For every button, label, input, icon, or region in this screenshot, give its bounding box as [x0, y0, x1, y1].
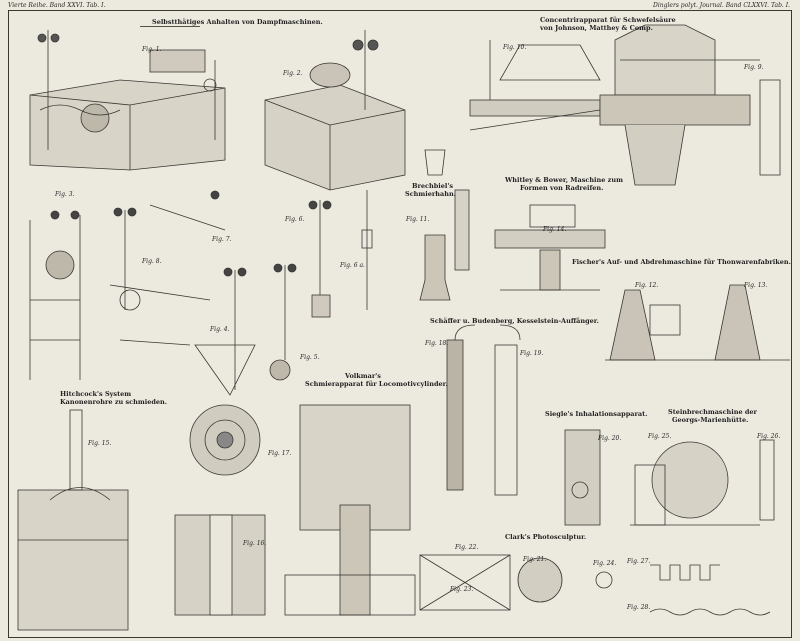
lubricator-section-fig16: [174, 514, 266, 616]
fig-5-label: Fig. 5.: [300, 354, 320, 361]
tyre-forming-machine-fig14: [494, 204, 606, 291]
governor-mechanism-fig3: [29, 210, 81, 380]
fig-19-label: Fig. 19.: [520, 350, 544, 357]
photosculpture-drawings: [419, 554, 771, 616]
caption-hitchcock-a: Hitchcock's System: [60, 390, 132, 398]
fig-28-label: Fig. 28.: [627, 604, 651, 611]
caption-steinbrech-a: Steinbrechmaschine der: [668, 408, 757, 416]
steam-engine-drawing-2: [264, 30, 406, 191]
governor-mechanism-fig8: [109, 190, 256, 396]
fig-6a-label: Fig. 6 a.: [340, 262, 365, 269]
fig-22-label: Fig. 22.: [455, 544, 479, 551]
steam-engine-drawing-1: [29, 30, 226, 171]
fig-20-label: Fig. 20.: [598, 435, 622, 442]
fig-25-label: Fig. 25.: [648, 433, 672, 440]
caption-brechbiel-a: Brechbiel's: [412, 182, 454, 190]
inhalation-apparatus-fig20: [564, 429, 601, 526]
concentration-apparatus-fig10: [424, 40, 601, 176]
plate-frame: [8, 10, 792, 638]
caption-hitchcock-b: Kanonenrohre zu schmieden.: [60, 398, 167, 406]
fig-26-label: Fig. 26.: [757, 433, 781, 440]
fig-6-label: Fig. 6.: [285, 216, 305, 223]
plate-header-left: Vierte Reihe. Band XXVI. Tab. I.: [8, 2, 106, 9]
governor-mechanism-fig6: [269, 190, 373, 381]
caption-whitley-b: Formen von Radreifen.: [520, 184, 604, 192]
fig-10-label: Fig. 10.: [503, 44, 527, 51]
fig-16-label: Fig. 16.: [243, 540, 267, 547]
fig-9-label: Fig. 9.: [744, 64, 764, 71]
fig-12-label: Fig. 12.: [635, 282, 659, 289]
caption-underline: [140, 26, 200, 27]
caption-brechbiel-b: Schmierhahn.: [405, 190, 456, 198]
caption-schaeffer: Schäffer u. Budenberg, Kesselstein-Auffä…: [430, 317, 599, 325]
caption-siegle: Siegle's Inhalationsapparat.: [545, 410, 648, 418]
fig-17-label: Fig. 17.: [268, 450, 292, 457]
caption-clark: Clark's Photosculptur.: [505, 533, 587, 541]
caption-steinbrech-b: Georgs-Marienhütte.: [672, 416, 749, 424]
concentration-apparatus-fig9: [599, 24, 781, 186]
fig-7-label: Fig. 7.: [212, 236, 232, 243]
caption-concentration-a: Concentrirapparat für Schwefelsäure: [540, 16, 676, 24]
fig-13-label: Fig. 13.: [744, 282, 768, 289]
cannon-forging-fig15: [17, 409, 129, 631]
fig-8-label: Fig. 8.: [142, 258, 162, 265]
fig-27-label: Fig. 27.: [627, 558, 651, 565]
fig-23-label: Fig. 23.: [450, 586, 474, 593]
scale-catcher-fig18-19: [446, 324, 521, 496]
fig-18-label: Fig. 18.: [425, 340, 449, 347]
fig-11-label: Fig. 11.: [406, 216, 430, 223]
caption-volkmar-a: Volkmar's: [345, 372, 381, 380]
lubricator-fig11: [419, 189, 470, 301]
caption-concentration-b: von Johnson, Matthey & Comp.: [540, 24, 653, 32]
fig-15-label: Fig. 15.: [88, 440, 112, 447]
caption-volkmar-b: Schmierapparat für Locomotivcylinder.: [305, 380, 448, 388]
fig-3-label: Fig. 3.: [55, 191, 75, 198]
lubricator-disc-fig17: [189, 404, 261, 476]
fig-4-label: Fig. 4.: [210, 326, 230, 333]
fig-24-label: Fig. 24.: [593, 560, 617, 567]
fig-21-label: Fig. 21.: [523, 556, 547, 563]
clay-turning-machine-fig12-13: [605, 284, 790, 361]
caption-steam-engines: Selbstthätiges Anhalten von Dampfmaschin…: [152, 18, 323, 26]
stone-breaker-fig25: [630, 439, 775, 526]
locomotive-lubricator-drawing: [284, 404, 416, 616]
fig-1-label: Fig. 1.: [142, 46, 162, 53]
caption-whitley-a: Whitley & Bower, Maschine zum: [505, 176, 623, 184]
caption-fischer: Fischer's Auf- und Abdrehmaschine für Th…: [572, 258, 791, 266]
fig-14-label: Fig. 14.: [543, 226, 567, 233]
plate-header-right: Dinglers polyt. Journal. Band CLXXVI. Ta…: [653, 2, 790, 9]
fig-2-label: Fig. 2.: [283, 70, 303, 77]
